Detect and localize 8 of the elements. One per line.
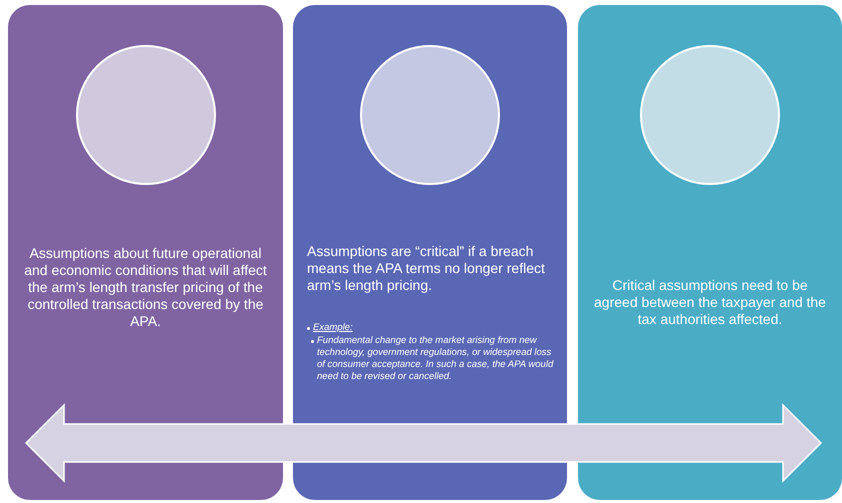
panel-text: Assumptions about future operational and economic conditions that will affect the arm’s length transfer pricing of the controlled transactions covered by the APA. [23,245,268,330]
panel-text: Critical assumptions need to be agreed between the taxpayer and the tax authorities affected. [593,277,827,328]
column-panel [293,5,567,500]
column-panel [578,5,842,500]
panel-text: Assumptions are “critical” if a breach means the APA terms no longer reflect arm’s length pricing. [307,243,546,294]
column-panel [8,5,283,500]
example-text: Fundamental change to the market arising from new technology, government regulations, or widespread loss of consumer acceptance. In such a case, the APA would need to be revised or cancelled. [317,335,554,383]
example-heading: Example: [313,322,353,334]
